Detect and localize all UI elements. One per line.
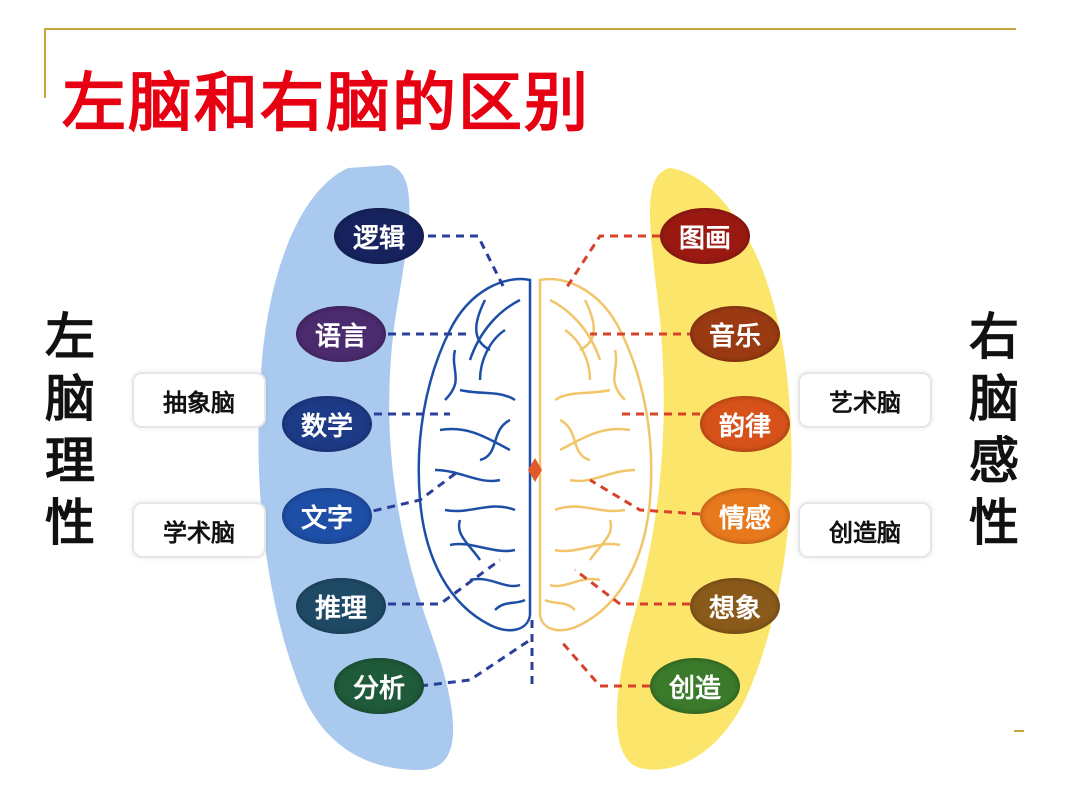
node-music: 音乐 bbox=[690, 306, 780, 362]
tag-art-brain: 艺术脑 bbox=[798, 372, 932, 428]
right-label-char: 右 bbox=[969, 308, 1019, 366]
top-rule bbox=[44, 28, 1016, 30]
right-label-char: 脑 bbox=[969, 370, 1019, 428]
node-analysis: 分析 bbox=[334, 658, 424, 714]
tag-creative-brain: 创造脑 bbox=[798, 502, 932, 558]
node-logic: 逻辑 bbox=[334, 208, 424, 264]
center-marker bbox=[528, 458, 542, 482]
right-label-char: 感 bbox=[969, 432, 1019, 490]
tag-abstract-brain: 抽象脑 bbox=[132, 372, 266, 428]
left-label-char: 左 bbox=[45, 308, 95, 366]
page-title: 左脑和右脑的区别 bbox=[62, 67, 590, 141]
footer-mark bbox=[1014, 730, 1024, 732]
left-rule bbox=[44, 28, 46, 98]
node-math: 数学 bbox=[282, 396, 372, 452]
right-hemisphere bbox=[538, 277, 653, 632]
node-text: 文字 bbox=[282, 488, 372, 544]
right-label-char: 性 bbox=[969, 494, 1019, 552]
node-picture: 图画 bbox=[660, 208, 750, 264]
left-label-char: 脑 bbox=[45, 370, 95, 428]
tag-academic-brain: 学术脑 bbox=[132, 502, 266, 558]
left-label-char: 理 bbox=[45, 432, 95, 490]
left-hemisphere bbox=[417, 277, 532, 632]
node-rhythm: 韵律 bbox=[700, 396, 790, 452]
right-side-label: 右 脑 感 性 bbox=[966, 306, 1022, 554]
node-imagination: 想象 bbox=[690, 578, 780, 634]
left-side-label: 左 脑 理 性 bbox=[42, 306, 98, 554]
left-label-char: 性 bbox=[45, 494, 95, 552]
node-reasoning: 推理 bbox=[296, 578, 386, 634]
node-language: 语言 bbox=[296, 306, 386, 362]
right-connectors bbox=[558, 234, 701, 688]
node-emotion: 情感 bbox=[700, 488, 790, 544]
node-creation: 创造 bbox=[650, 658, 740, 714]
